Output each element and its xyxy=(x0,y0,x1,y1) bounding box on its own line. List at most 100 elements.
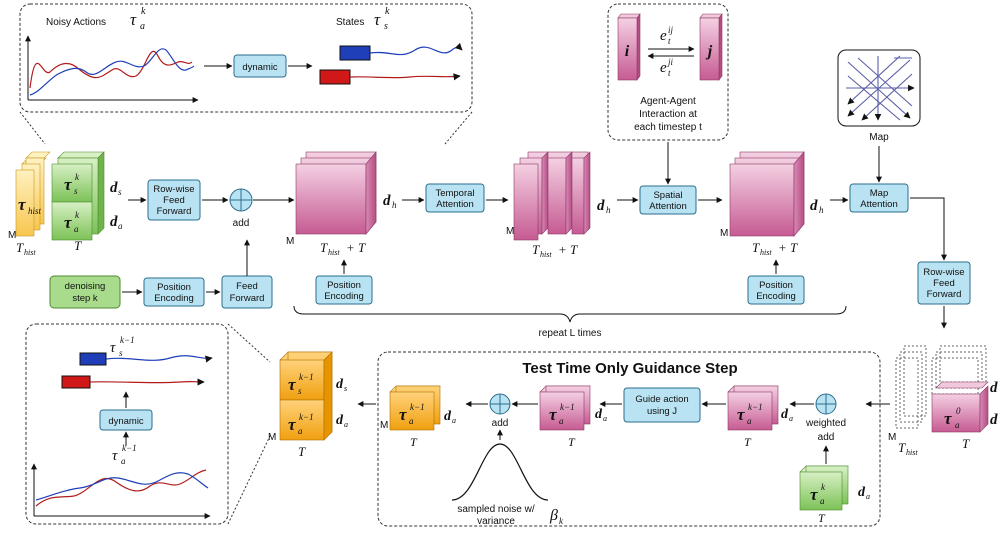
svg-text:a: a xyxy=(955,420,960,430)
svg-text:a: a xyxy=(298,426,303,436)
svg-text:Row-wise: Row-wise xyxy=(153,184,194,195)
svg-text:hist: hist xyxy=(24,248,36,257)
dynamic-box-top xyxy=(233,54,287,78)
output-stack xyxy=(895,345,989,433)
svg-text:T: T xyxy=(744,435,752,449)
out-tau: τ xyxy=(944,409,952,428)
svg-text:d: d xyxy=(781,407,789,422)
svg-text:d: d xyxy=(595,407,603,422)
states-tau: τ xyxy=(374,10,381,29)
state-block xyxy=(51,163,93,203)
svg-text:h: h xyxy=(606,205,611,215)
svg-text:Row-wise: Row-wise xyxy=(923,267,964,278)
position-encoding-box-3 xyxy=(747,275,805,305)
edge-ij-sup: ij xyxy=(668,25,674,35)
svg-text:Attention: Attention xyxy=(649,201,687,212)
repeat-label: repeat L times xyxy=(539,328,602,339)
svg-text:Forward: Forward xyxy=(157,206,192,217)
noisy-actions-label: Noisy Actions xyxy=(46,17,106,28)
svg-text:M: M xyxy=(888,432,896,443)
states-sub: s xyxy=(384,21,388,32)
svg-text:Feed: Feed xyxy=(236,281,258,292)
denoised-output-block xyxy=(279,351,333,441)
dynamic-label-bottom: dynamic xyxy=(108,416,144,427)
dynamic-label-top: dynamic xyxy=(242,62,278,73)
add-circle-1 xyxy=(229,188,253,212)
svg-text:T: T xyxy=(752,240,760,255)
gaussian-noise-curve xyxy=(451,443,549,501)
svg-text:M: M xyxy=(268,432,276,443)
svg-text:Map: Map xyxy=(870,188,888,199)
states-sup: k xyxy=(385,6,390,17)
dynamic-box-bottom xyxy=(99,409,153,431)
svg-text:a: a xyxy=(344,420,348,429)
denoising-step-box xyxy=(49,275,121,309)
predicted-action-block xyxy=(727,385,779,431)
svg-text:sampled noise w/: sampled noise w/ xyxy=(457,504,534,515)
hist-tau: τ xyxy=(18,195,26,214)
svg-text:τ: τ xyxy=(549,405,557,424)
svg-text:a: a xyxy=(820,496,825,506)
svg-text:k−1: k−1 xyxy=(122,443,137,453)
svg-text:T: T xyxy=(532,242,540,257)
svg-text:+ T: + T xyxy=(558,242,578,257)
noisy-action-block-bottom xyxy=(799,465,849,511)
repeat-brace xyxy=(293,305,847,323)
beta-symbol: β xyxy=(549,507,558,524)
agent-j-label: j xyxy=(705,43,713,60)
out-ds: d xyxy=(990,380,998,396)
row-ff-box-2 xyxy=(917,261,971,305)
svg-text:T: T xyxy=(818,511,826,525)
svg-text:T: T xyxy=(568,435,576,449)
svg-text:+ T: + T xyxy=(778,240,798,255)
svg-text:k−1: k−1 xyxy=(120,335,135,345)
svg-text:T: T xyxy=(410,435,418,449)
guide-action-box xyxy=(623,387,701,423)
svg-text:a: a xyxy=(118,221,123,231)
svg-text:Encoding: Encoding xyxy=(154,293,194,304)
svg-text:hist: hist xyxy=(906,448,918,457)
svg-text:hist: hist xyxy=(760,248,772,257)
svg-text:add: add xyxy=(818,432,835,443)
edge-ji-sub: t xyxy=(668,68,671,78)
interaction-caption-3: each timestep t xyxy=(634,122,702,133)
row-ff-box-1 xyxy=(147,179,201,221)
position-encoding-box-2 xyxy=(315,275,373,305)
m-label-input: M xyxy=(8,230,16,241)
svg-text:+ T: + T xyxy=(346,240,366,255)
edge-ij-e: e xyxy=(660,28,667,44)
svg-text:τ: τ xyxy=(288,415,296,434)
svg-text:k−1: k−1 xyxy=(299,412,314,422)
map-icon xyxy=(846,55,915,121)
svg-text:0: 0 xyxy=(956,406,961,416)
svg-text:T: T xyxy=(898,440,906,455)
action-sup: k xyxy=(75,210,80,220)
svg-text:Position: Position xyxy=(327,280,361,291)
blue-vehicle-bottom xyxy=(79,352,107,366)
svg-text:Feed: Feed xyxy=(163,195,185,206)
svg-text:Position: Position xyxy=(157,282,191,293)
svg-text:T: T xyxy=(320,240,328,255)
action-tau: τ xyxy=(64,213,72,232)
svg-text:Guide action: Guide action xyxy=(635,394,688,405)
temporal-attention-box xyxy=(425,183,485,213)
svg-text:a: a xyxy=(121,456,126,466)
svg-text:s: s xyxy=(344,384,347,393)
input-stack: τ hist τ s k τ a k d s d a M T hist T xyxy=(8,151,123,257)
svg-text:Position: Position xyxy=(759,280,793,291)
svg-text:d: d xyxy=(336,413,344,428)
t-label-input: T xyxy=(74,238,82,253)
state-sup: k xyxy=(75,172,80,182)
svg-text:T: T xyxy=(962,436,970,451)
svg-text:τ: τ xyxy=(737,405,745,424)
dh-label-3: d xyxy=(810,198,818,214)
svg-text:a: a xyxy=(789,414,793,423)
add-circle-2 xyxy=(489,393,511,415)
svg-text:hist: hist xyxy=(328,248,340,257)
svg-text:s: s xyxy=(119,348,123,358)
svg-text:Forward: Forward xyxy=(927,289,962,300)
svg-text:T: T xyxy=(298,444,306,459)
agent-i-label: i xyxy=(625,43,630,60)
svg-text:τ: τ xyxy=(810,485,818,504)
weighted-add-circle xyxy=(815,393,837,415)
